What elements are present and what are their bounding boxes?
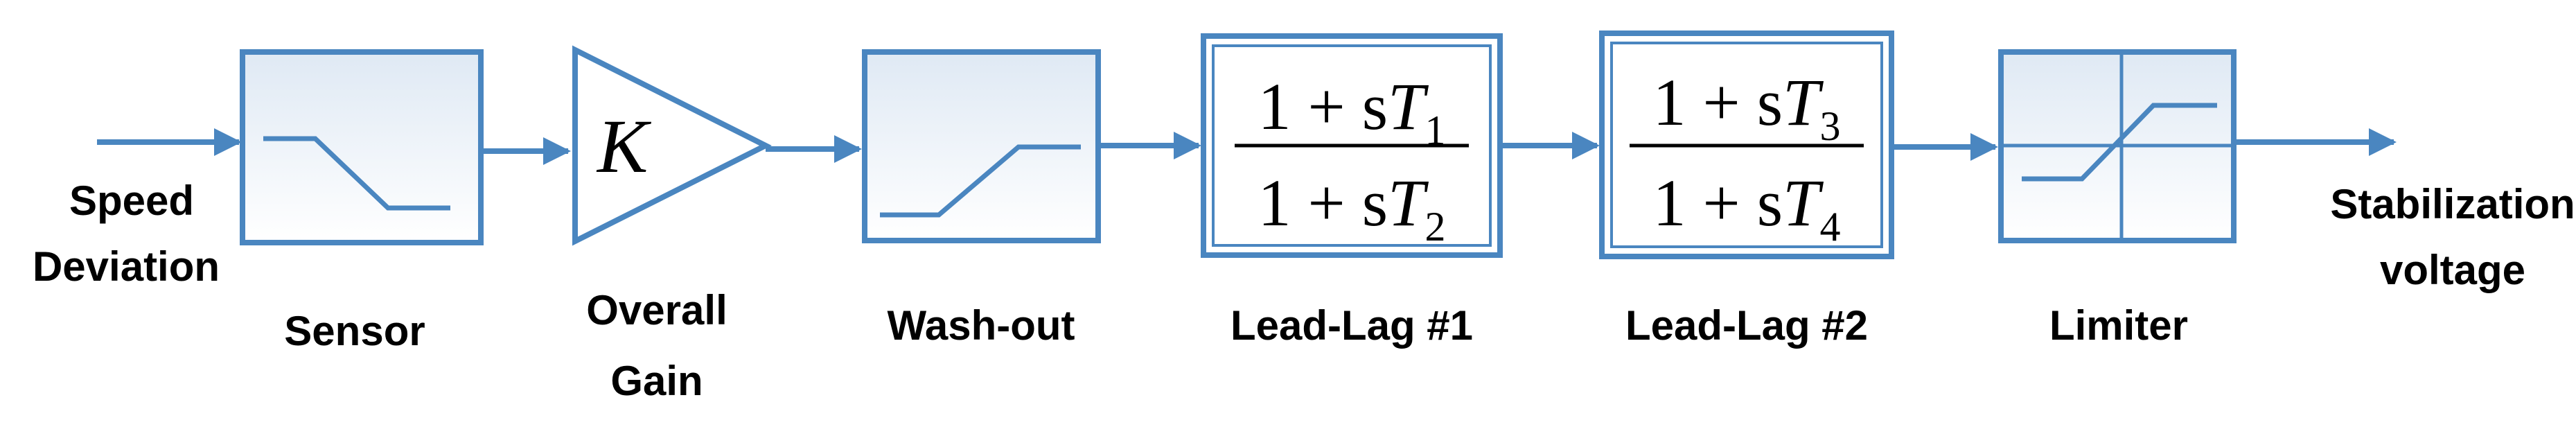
leadlag2-block: 1 + sT3 1 + sT4 bbox=[1599, 31, 1894, 259]
washout-label: Wash-out bbox=[887, 302, 1075, 349]
output-label-line1: Stabilization bbox=[2330, 181, 2575, 227]
sensor-box bbox=[240, 49, 484, 245]
input-label-line2: Deviation bbox=[33, 243, 220, 290]
leadlag1-denominator: 1 + sT2 bbox=[1258, 166, 1446, 250]
output-label-line2: voltage bbox=[2380, 247, 2525, 293]
leadlag2-numerator: 1 + sT3 bbox=[1653, 65, 1841, 149]
leadlag2-label: Lead-Lag #2 bbox=[1625, 302, 1868, 349]
leadlag1-label: Lead-Lag #1 bbox=[1230, 302, 1473, 349]
sensor-lowpass-icon bbox=[263, 136, 450, 211]
signal-flow bbox=[97, 128, 2397, 165]
washout-highpass-icon bbox=[880, 144, 1081, 218]
gain-label-line2: Gain bbox=[610, 358, 703, 404]
input-label-line1: Speed bbox=[69, 177, 194, 224]
gain-symbol: K bbox=[596, 104, 652, 189]
washout-block bbox=[862, 49, 1101, 243]
gain-block: K bbox=[572, 45, 772, 246]
sensor-block bbox=[240, 49, 484, 245]
leadlag1-numerator: 1 + sT1 bbox=[1258, 69, 1446, 153]
leadlag2-denominator: 1 + sT4 bbox=[1653, 166, 1841, 250]
gain-triangle bbox=[572, 45, 772, 246]
limiter-label: Limiter bbox=[2049, 302, 2188, 349]
leadlag1-block: 1 + sT1 1 + sT2 bbox=[1201, 33, 1503, 258]
limiter-saturation-icon bbox=[2022, 103, 2217, 182]
gain-label-line1: Overall bbox=[586, 287, 727, 333]
limiter-block bbox=[1998, 49, 2237, 243]
sensor-label: Sensor bbox=[284, 308, 425, 354]
labels: Speed Deviation Sensor Overall Gain Wash… bbox=[33, 177, 2575, 404]
